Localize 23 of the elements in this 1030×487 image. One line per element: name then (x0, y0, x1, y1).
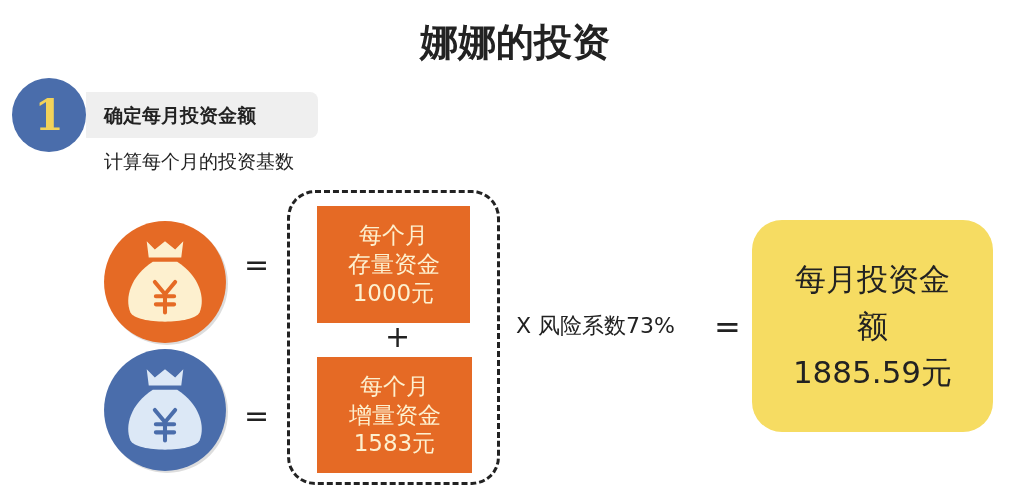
box-text: 1000元 (352, 278, 435, 308)
multiplier-text: X 风险系数73% (516, 312, 675, 340)
result-box (752, 220, 993, 432)
box-text: 每个月 (360, 371, 429, 401)
box-text: 每个月 (359, 221, 428, 251)
title: 娜娜的投资 (418, 19, 611, 66)
step-number-badge: 1 (12, 78, 86, 152)
step-heading: 确定每月投资金额 (86, 92, 318, 138)
money-bag-icon (102, 219, 228, 345)
equals-sign: = (244, 246, 270, 284)
dashed-group-box (287, 190, 500, 485)
subtitle-text: 计算每个月的投资基数 (104, 149, 294, 174)
box-text: 存量资金 (347, 250, 440, 279)
equals-sign: = (714, 307, 741, 348)
amount-box (317, 206, 470, 323)
box-text: 1885.59元 (792, 353, 953, 393)
amount-box (317, 357, 472, 473)
plus-sign: + (385, 318, 411, 356)
box-text: 每月投资金额 (794, 260, 951, 346)
box-text: 增量资金 (348, 400, 441, 430)
money-bag-icon (102, 347, 228, 473)
equals-sign: = (244, 397, 270, 435)
box-text: 1583元 (353, 429, 436, 459)
